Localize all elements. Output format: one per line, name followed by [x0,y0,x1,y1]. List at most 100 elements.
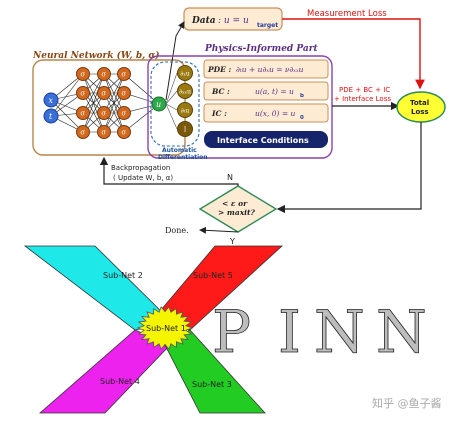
hidden-node-label: σ [80,90,85,98]
hidden-node-label: σ [121,71,126,79]
hidden-node-label: σ [121,90,126,98]
hidden-node-label: σ [101,90,106,98]
derivative-edge [165,103,178,130]
backprop-label-2: ( Update W, b, α) [113,174,173,182]
total-loss-label-2: Loss [411,108,429,116]
nn-edge [50,99,84,133]
interface-conditions-label: Interface Conditions [217,136,309,145]
hidden-node-label: σ [101,71,106,79]
derivative-node [177,83,193,99]
sum-label-1: PDE + BC + IC [339,86,390,94]
subnet-label-1: Sub-Net 1 [146,324,186,333]
derivative-node-label: ∂ₓu [180,71,190,78]
derivative-node-label: ∂ₜu [181,108,190,115]
measurement-loss-line [282,18,425,90]
input-node-t [43,108,59,124]
ic-box [203,103,329,123]
sum-label-2: + Interface Loss [334,95,391,103]
hidden-node [97,67,111,81]
bc-box [203,81,329,101]
hidden-node [117,86,131,100]
nn-edge [103,73,125,133]
y-label: Y [229,237,235,246]
loss-to-decision-line [276,122,422,214]
derivative-node-label: ∂ₓₓu [179,89,191,96]
hidden-node [76,125,90,139]
derivative-edge [165,72,178,105]
measurement-loss-label: Measurement Loss [307,9,387,19]
derivative-node [177,121,193,137]
pde-equation: ∂ₜu + u∂ₓu = ν∂ₓₓu [236,65,304,74]
hidden-layers: σ σ σ σ σ σ σ σ σ σ σ σ [76,67,131,139]
backprop-label-1: Backpropagation [111,164,170,172]
physics-informed-title: Physics-Informed Part [204,44,318,54]
title-letter-n1: N [314,298,365,366]
bc-label: BC : [211,87,230,96]
title-letter-p: P [212,298,251,366]
hidden-node [117,125,131,139]
ic-label: IC : [211,109,227,118]
hidden-node-label: σ [121,110,126,118]
hidden-node-label: σ [101,110,106,118]
hidden-node-label: σ [80,129,85,137]
input-node-t-label: t [49,112,53,121]
title-letter-i: I [278,298,301,366]
hidden-node-label: σ [80,71,85,79]
title-letter-n2: N [376,298,427,366]
nn-connections [50,73,160,133]
hidden-node [76,106,90,120]
input-node-x-label: x [49,96,54,105]
nn-edge [82,92,105,133]
hidden-node [97,86,111,100]
hidden-node [76,67,90,81]
physics-informed-box [147,55,333,159]
subnet-1-center [136,306,194,350]
nn-edge [82,73,105,114]
data-label: Data [191,16,216,26]
hidden-node-label: σ [101,129,106,137]
hidden-node [117,67,131,81]
neural-network-title: Neural Network (W, b, α) [32,50,160,61]
total-loss-label-1: Total [410,99,429,107]
ic-equation: u(x, 0) = u [255,109,296,118]
nn-edge [82,73,105,133]
bc-equation: u(a, t) = u [255,87,294,96]
derivative-edge [165,103,178,111]
hidden-node-label: σ [80,110,85,118]
nn-edge [103,73,125,114]
total-loss-node [396,91,446,123]
derivative-nodes: ∂ₓu ∂ₓₓu ∂ₜuI [165,65,193,137]
pde-label: PDE : [207,65,231,74]
ic-subscript: 0 [300,115,304,121]
nn-edge [50,73,84,117]
hidden-node [97,125,111,139]
done-line [199,226,239,234]
derivative-edge [165,90,178,105]
subnet-label-4: Sub-Net 4 [100,377,140,386]
subnet-label-5: Sub-Net 5 [193,271,233,280]
input-node-x [43,92,59,108]
auto-diff-label-1: Automatic [162,147,197,154]
backprop-line [99,156,239,186]
hidden-node [117,106,131,120]
watermark: 知乎 @鱼子酱 [372,396,442,410]
data-subscript: target [257,22,278,29]
derivative-node [177,65,193,81]
auto-diff-box [150,61,200,147]
subnet-label-3: Sub-Net 3 [192,380,232,389]
data-equation: : u = u [218,16,249,26]
output-node-u-label: u [156,100,161,109]
nn-edge [123,73,160,105]
derivative-node [177,102,193,118]
pde-box [203,59,329,79]
interface-conditions-box [204,131,328,148]
done-label: Done. [165,226,189,235]
auto-diff-label-2: Differentiation [158,154,208,161]
nn-edge [103,92,125,133]
hidden-node-label: σ [121,129,126,137]
u-to-data-arrow [165,21,185,101]
hidden-node [76,86,90,100]
derivative-node-label: I [184,127,187,134]
decision-label-1: < ε or [222,199,248,208]
